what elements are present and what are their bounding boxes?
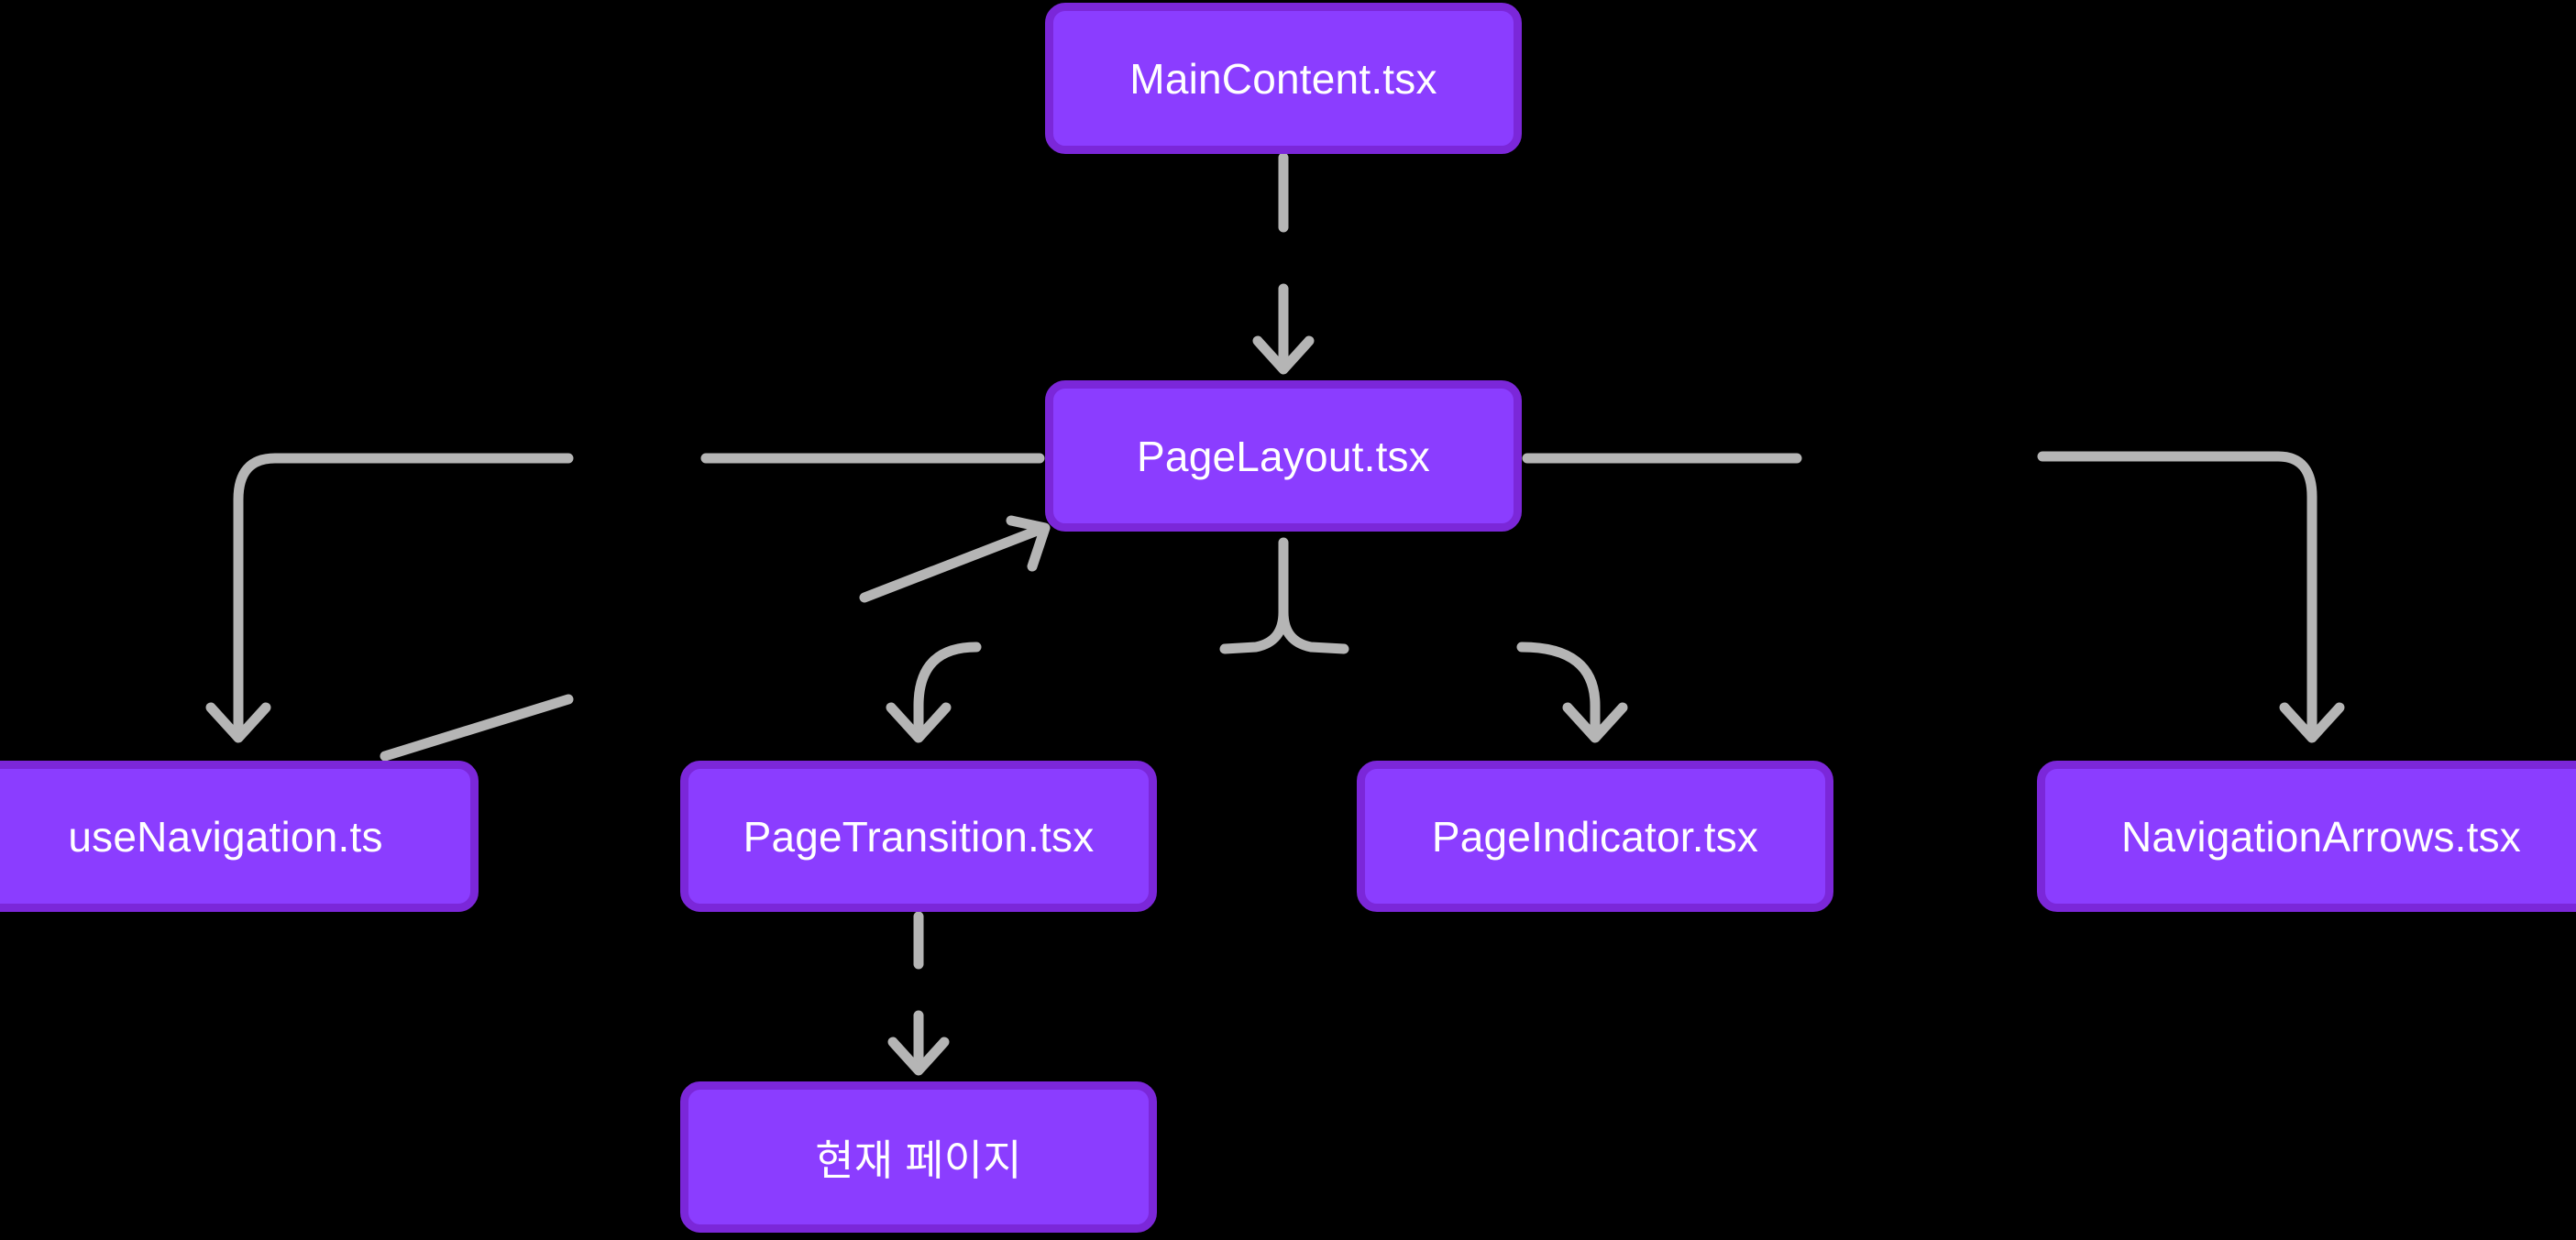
edge-page-layout-to-page-transition (886, 642, 982, 743)
edge-page-layout-to-navigation-arrows (2037, 451, 2345, 743)
node-page-transition[interactable]: PageTransition.tsx (680, 761, 1157, 912)
edge-use-navigation-to-page-layout (859, 515, 1051, 603)
edge-page-transition-to-current-page (887, 911, 950, 1076)
edge-page-layout-to-page-indicator (1516, 642, 1628, 743)
node-main-content-label: MainContent.tsx (1129, 54, 1437, 103)
node-page-transition-label: PageTransition.tsx (743, 812, 1095, 861)
node-page-layout[interactable]: PageLayout.tsx (1045, 380, 1522, 532)
node-navigation-arrows[interactable]: NavigationArrows.tsx (2037, 761, 2576, 912)
node-page-indicator[interactable]: PageIndicator.tsx (1357, 761, 1833, 912)
node-main-content[interactable]: MainContent.tsx (1045, 3, 1522, 154)
node-navigation-arrows-label: NavigationArrows.tsx (2120, 812, 2522, 861)
edge-page-layout-fork (1219, 537, 1349, 654)
node-page-indicator-label: PageIndicator.tsx (1431, 812, 1759, 861)
edge-loose-diagonal-segment (380, 694, 574, 762)
node-current-page[interactable]: 현재 페이지 (680, 1081, 1157, 1233)
node-current-page-label: 현재 페이지 (815, 1136, 1022, 1184)
edge-main-content-to-page-layout (1252, 152, 1315, 375)
node-page-layout-label: PageLayout.tsx (1137, 432, 1430, 480)
node-use-navigation-label: useNavigation.ts (68, 812, 383, 861)
node-use-navigation[interactable]: useNavigation.ts (0, 761, 479, 912)
edge-page-layout-to-use-navigation (205, 453, 574, 743)
